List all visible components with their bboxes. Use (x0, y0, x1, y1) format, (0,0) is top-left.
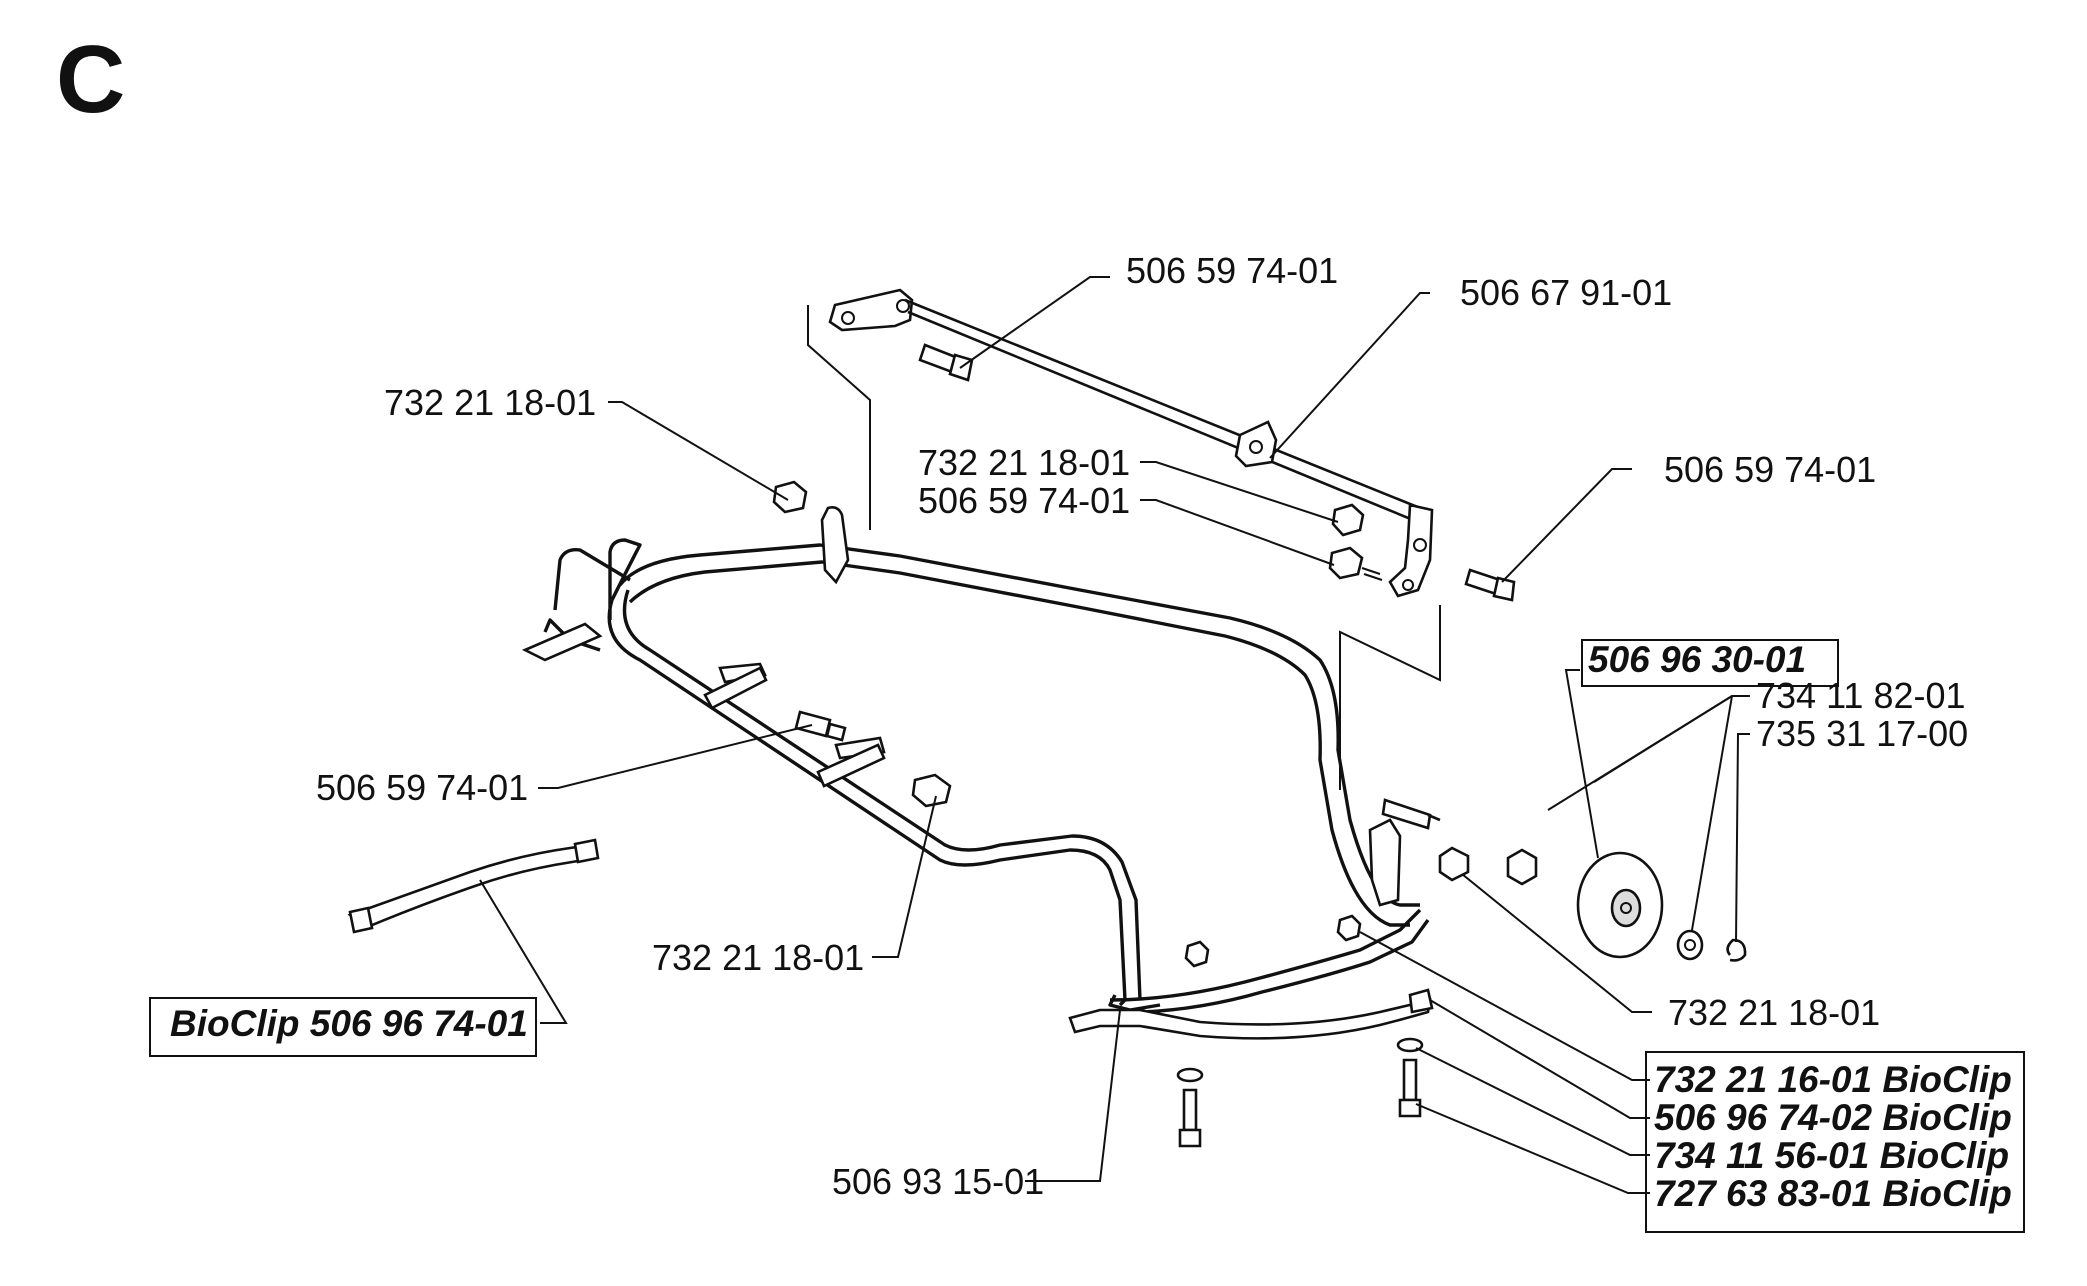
bioclip-strap-left (347, 838, 600, 934)
part-label-o: 506 96 74-02 BioClip (1654, 1097, 2012, 1138)
part-label-e: 506 59 74-01 (918, 480, 1130, 521)
part-label-j: 506 59 74-01 (316, 767, 528, 808)
part-label-m: BioClip 506 96 74-01 (170, 1003, 528, 1044)
part-label-i: 735 31 17-00 (1756, 713, 1968, 754)
part-label-c: 732 21 18-01 (384, 382, 596, 423)
part-label-q: 727 63 83-01 BioClip (1654, 1173, 2012, 1214)
part-label-h: 734 11 82-01 (1756, 675, 1966, 716)
assembly-guide-lines (807, 305, 1441, 790)
section-letter: C (56, 26, 125, 133)
part-label-k: 732 21 18-01 (652, 937, 864, 978)
leader-lines (479, 276, 1750, 1194)
part-label-b: 506 67 91-01 (1460, 272, 1672, 313)
part-label-g: 506 96 30-01 (1588, 639, 1806, 680)
top-rod-assembly (828, 288, 1516, 602)
label-box-bioclip-left (149, 997, 537, 1057)
nuts-upper-right (1328, 503, 1383, 581)
wheel-assembly (1438, 846, 1747, 962)
deck-frame (521, 506, 1441, 1148)
label-box-506-96-30-01 (1581, 639, 1839, 687)
part-label-f: 506 59 74-01 (1664, 449, 1876, 490)
part-label-n: 732 21 16-01 BioClip (1654, 1059, 2012, 1100)
mower-deck-frame-drawing: 506 59 74-01 506 67 91-01 732 21 18-01 7… (149, 250, 2025, 1233)
part-label-a: 506 59 74-01 (1126, 250, 1338, 291)
part-label-p: 734 11 56-01 BioClip (1654, 1135, 2009, 1176)
part-label-r: 506 93 15-01 (832, 1161, 1044, 1202)
label-box-bioclip-group (1645, 1051, 2025, 1233)
part-label-d: 732 21 18-01 (918, 442, 1130, 483)
part-label-l: 732 21 18-01 (1668, 992, 1880, 1033)
nut-upper-left (772, 480, 808, 514)
